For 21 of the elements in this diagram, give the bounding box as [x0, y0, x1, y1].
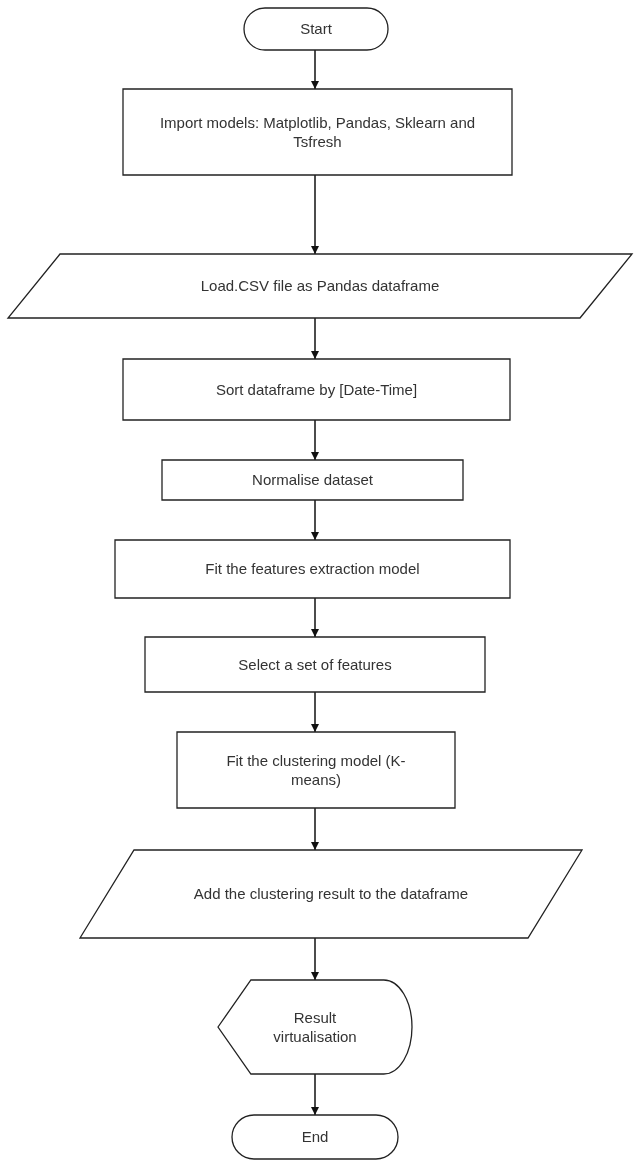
arrow	[311, 499, 319, 541]
step-label: Load.CSV file as Pandas dataframe	[200, 276, 440, 296]
arrow	[311, 597, 319, 638]
arrow	[311, 174, 319, 255]
arrow	[311, 937, 319, 981]
arrow	[311, 807, 319, 851]
step-label: Select a set of features	[238, 654, 392, 675]
step-label: Fit the clustering model (K-means)	[225, 750, 407, 790]
arrow	[311, 419, 319, 461]
step-label: Start	[300, 19, 332, 39]
arrow	[311, 1073, 319, 1116]
step-label: Sort dataframe by [Date-Time]	[215, 379, 418, 400]
step-label: Result virtualisation	[272, 1007, 358, 1047]
step-label: End	[301, 1127, 329, 1147]
step-label: Add the clustering result to the dataframe	[193, 884, 469, 904]
step-label: Normalise dataset	[252, 470, 373, 490]
arrow	[311, 317, 319, 360]
arrow	[311, 49, 319, 90]
step-label: Fit the features extraction model	[205, 559, 420, 579]
step-label: Import models: Matplotlib, Pandas, Sklearn and Tsfresh	[158, 112, 477, 152]
arrow	[311, 691, 319, 733]
